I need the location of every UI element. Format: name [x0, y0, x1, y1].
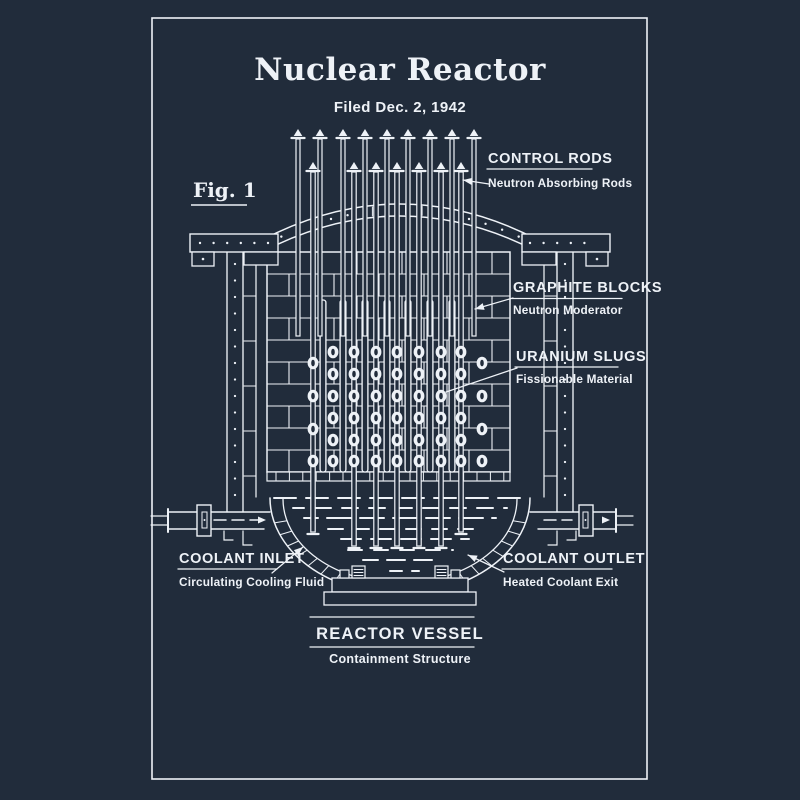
callout-leaders	[177, 168, 623, 648]
dome-arch	[189, 203, 611, 267]
coolant-inlet-label: COOLANT INLET	[179, 551, 304, 567]
uranium-slugs-label: URANIUM SLUGS	[516, 349, 646, 365]
callout-coolant-inlet: COOLANT INLET Circulating Cooling Fluid	[179, 551, 324, 589]
callout-uranium-slugs: URANIUM SLUGS Fissionable Material	[516, 349, 646, 386]
control-rods-sublabel: Neutron Absorbing Rods	[488, 176, 632, 190]
callout-graphite-blocks: GRAPHITE BLOCKS Neutron Moderator	[513, 280, 662, 317]
graphite-blocks-sublabel: Neutron Moderator	[513, 303, 623, 317]
uranium-slugs-grid	[307, 345, 488, 468]
border-frame	[151, 17, 648, 780]
callout-coolant-outlet: COOLANT OUTLET Heated Coolant Exit	[503, 551, 645, 589]
reactor-vessel-sublabel: Containment Structure	[329, 652, 471, 666]
graphite-blocks-label: GRAPHITE BLOCKS	[513, 280, 662, 296]
vessel-side-columns	[226, 251, 574, 513]
callout-reactor-vessel: REACTOR VESSEL Containment Structure	[316, 625, 484, 666]
coolant-outlet-sublabel: Heated Coolant Exit	[503, 575, 618, 589]
filed-date: Filed Dec. 2, 1942	[334, 99, 466, 116]
control-rod-bank	[290, 129, 482, 337]
coolant-outlet-label: COOLANT OUTLET	[503, 551, 645, 567]
support-pedestal	[323, 565, 477, 606]
coolant-pipes	[150, 504, 634, 546]
figure-label: Fig. 1	[193, 178, 257, 202]
callout-control-rods: CONTROL RODS Neutron Absorbing Rods	[488, 151, 632, 190]
page-title: Nuclear Reactor	[254, 52, 546, 88]
control-rods-label: CONTROL RODS	[488, 151, 613, 167]
reactor-vessel-label: REACTOR VESSEL	[316, 625, 484, 643]
uranium-slugs-sublabel: Fissionable Material	[516, 372, 633, 386]
coolant-inlet-sublabel: Circulating Cooling Fluid	[179, 575, 324, 589]
